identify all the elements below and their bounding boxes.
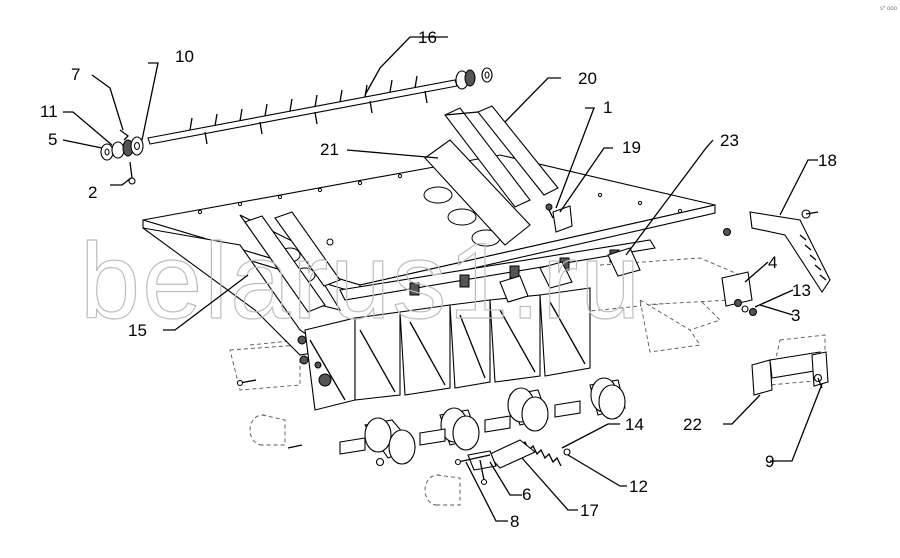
callout-14: 14 xyxy=(625,415,644,434)
callout-16: 16 xyxy=(418,28,437,47)
angle-bracket xyxy=(444,105,559,208)
callout-12: 12 xyxy=(629,477,648,496)
divider-plate xyxy=(424,139,531,246)
callout-21: 21 xyxy=(320,140,339,159)
toothed-bracket xyxy=(723,209,831,294)
callout-23: 23 xyxy=(720,131,739,150)
callout-5: 5 xyxy=(48,130,57,149)
callout-19: 19 xyxy=(622,138,641,157)
watermark-text: belarus1.ru xyxy=(80,220,642,341)
callout-8: 8 xyxy=(510,512,519,531)
bolt-cluster xyxy=(721,271,757,316)
callout-7: 7 xyxy=(71,65,80,84)
front-clamp-bar xyxy=(339,239,656,301)
bearing-stack xyxy=(100,129,144,185)
seed-housings xyxy=(304,287,591,411)
callout-6: 6 xyxy=(522,485,531,504)
drop-tubes xyxy=(249,377,626,506)
callout-20: 20 xyxy=(578,69,597,88)
loose-bolts xyxy=(236,379,303,449)
corner-mark: s* ooo xyxy=(880,6,898,12)
mounting-plate-22 xyxy=(751,351,829,396)
callout-1: 1 xyxy=(603,98,612,117)
corner-gussets xyxy=(244,211,341,313)
side-bracket-23 xyxy=(499,247,641,303)
callout-labels: 16 10 7 11 5 2 20 1 19 21 23 18 4 13 3 1… xyxy=(40,28,837,531)
callout-13: 13 xyxy=(792,281,811,300)
callout-22: 22 xyxy=(683,415,702,434)
leader-lines xyxy=(62,36,823,522)
callout-3: 3 xyxy=(791,306,800,325)
spacer-block xyxy=(545,203,573,233)
agitator-shaft xyxy=(147,67,493,145)
callout-11: 11 xyxy=(40,102,58,121)
callout-17: 17 xyxy=(580,501,599,520)
callout-15: 15 xyxy=(128,321,147,340)
lower-brackets xyxy=(339,400,581,467)
spring-latch xyxy=(454,439,571,486)
callout-4: 4 xyxy=(768,253,777,272)
callout-10: 10 xyxy=(175,47,194,66)
callout-9: 9 xyxy=(765,452,774,471)
callout-18: 18 xyxy=(818,151,837,170)
callout-2: 2 xyxy=(88,183,97,202)
